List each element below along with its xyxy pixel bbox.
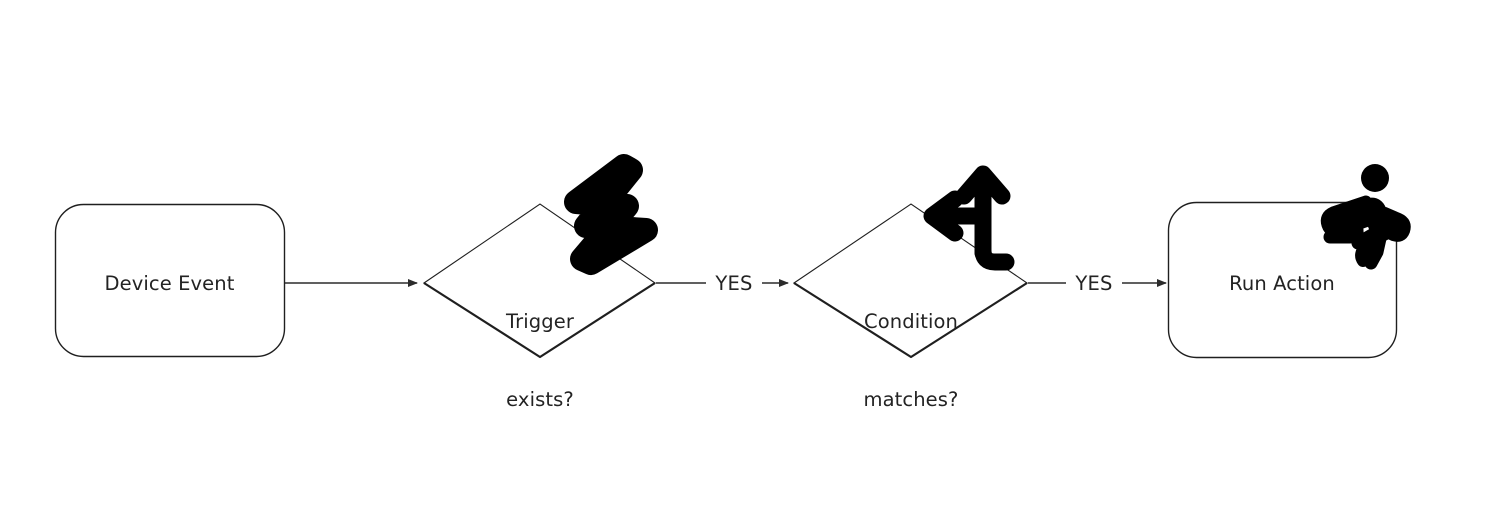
lightning-bolt-icon xyxy=(564,154,658,275)
node-run-action-label: Run Action xyxy=(1229,272,1335,295)
node-condition-matches-label-line-1: Condition xyxy=(864,310,958,333)
node-device-event-shape[interactable] xyxy=(54,203,286,358)
node-condition-matches-label-line-2: matches? xyxy=(863,388,959,411)
node-trigger-exists-label-line-2: exists? xyxy=(506,388,574,411)
branch-arrows-icon xyxy=(923,165,1015,271)
edge-label-trigger-yes: YES xyxy=(715,272,753,295)
node-condition-matches-label: Condition matches? xyxy=(811,257,1011,465)
edge-label-condition-yes: YES xyxy=(1075,272,1113,295)
node-trigger-exists-label: Trigger exists? xyxy=(440,257,640,465)
node-trigger-exists-label-line-1: Trigger xyxy=(506,310,574,333)
running-person-icon xyxy=(1320,164,1411,270)
node-device-event-label: Device Event xyxy=(104,272,235,295)
node-trigger-exists-shadow-edge xyxy=(423,282,656,359)
node-condition-matches-shadow-edge xyxy=(793,282,1028,359)
